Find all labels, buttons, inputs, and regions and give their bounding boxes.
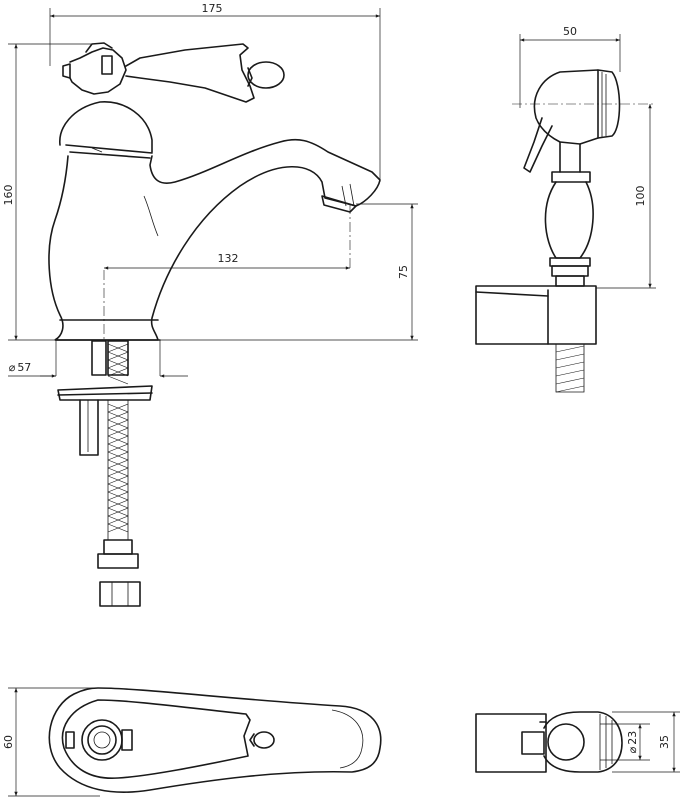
label-overall-width: 175: [202, 2, 223, 15]
label-spout-reach: 132: [218, 252, 239, 265]
hand-shower-side-view: 50 100: [475, 25, 656, 393]
faucet-handle: [62, 42, 285, 103]
dimension-shower-height: 100: [512, 103, 656, 289]
faucet-body: [48, 138, 381, 341]
dimension-overall-height: 160: [2, 43, 94, 341]
label-shower-width: 50: [563, 25, 577, 38]
faucet-connectors: [57, 340, 153, 607]
label-spout-height: 75: [397, 265, 410, 279]
hand-shower-bottom-view: ⌀23 35: [475, 711, 680, 773]
label-base-diameter-symbol: ⌀: [9, 361, 16, 374]
shower-handle: [544, 141, 594, 287]
label-shower-bottom-diameter: 23: [626, 731, 639, 745]
dimension-top-view-width: 60: [2, 687, 100, 797]
shower-holder: [475, 285, 597, 393]
label-top-view-width: 60: [2, 735, 15, 749]
dimension-overall-width: 175: [49, 2, 381, 182]
dimension-base-diameter: ⌀57: [8, 340, 188, 378]
faucet-top-view: 60: [2, 687, 382, 797]
dimension-spout-reach: 132: [104, 204, 351, 270]
label-base-diameter: 57: [17, 361, 31, 374]
faucet-side-view: 175 160 132 75: [2, 2, 418, 607]
dimension-shower-width: 50: [519, 25, 621, 108]
svg-text:⌀57: ⌀57: [9, 361, 32, 374]
dimension-shower-bottom-diameter: ⌀23: [600, 723, 650, 761]
label-overall-height: 160: [2, 185, 15, 206]
svg-text:⌀23: ⌀23: [626, 731, 639, 754]
label-shower-bottom-diameter-symbol: ⌀: [626, 746, 639, 753]
dimension-shower-bottom-height: 35: [612, 711, 680, 773]
label-shower-bottom-height: 35: [658, 735, 671, 749]
dimension-spout-height: 75: [160, 203, 418, 341]
shower-head: [523, 69, 621, 173]
braided-hose: [107, 343, 129, 533]
label-shower-height: 100: [634, 186, 647, 207]
faucet-cap: [59, 101, 153, 159]
